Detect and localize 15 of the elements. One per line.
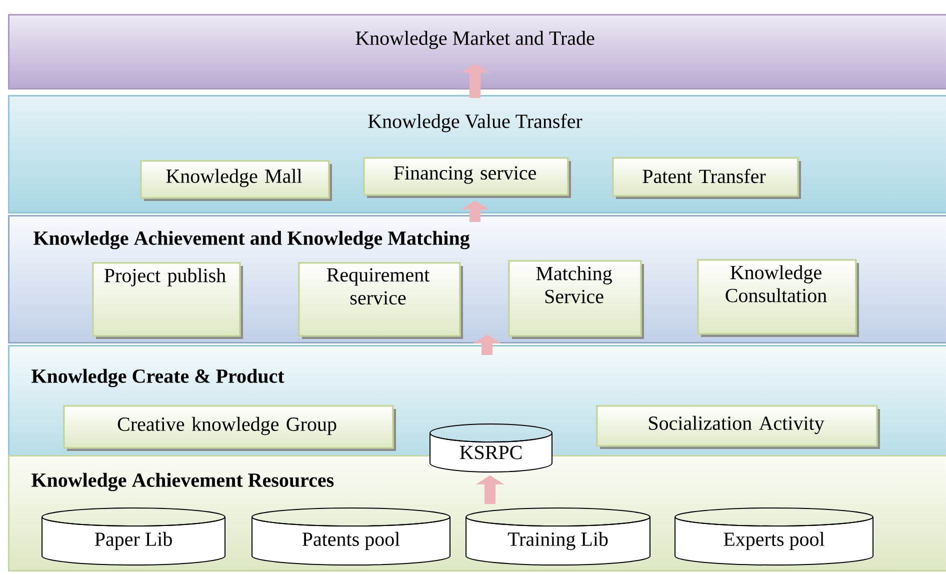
layer-band: Knowledge Market and Trade [8, 14, 946, 90]
service-box: Socialization Activity [596, 405, 880, 449]
service-box: Project publish [92, 262, 243, 339]
database-cylinder: KSRPC [430, 424, 552, 472]
service-box: Knowledge Mall [140, 160, 332, 201]
database-cylinder: Experts pool [674, 508, 874, 566]
service-box: Creative knowledge Group [63, 405, 396, 451]
database-cylinder: Patents pool [252, 508, 450, 566]
service-box: Requirement service [298, 262, 463, 339]
database-cylinder: Paper Lib [42, 508, 226, 566]
service-box: Financing service [363, 157, 571, 198]
service-box: Matching Service [508, 260, 644, 339]
service-box: Knowledge Consultation [697, 259, 859, 337]
database-cylinder: Training Lib [466, 508, 650, 566]
service-box: Patent Transfer [612, 157, 801, 199]
